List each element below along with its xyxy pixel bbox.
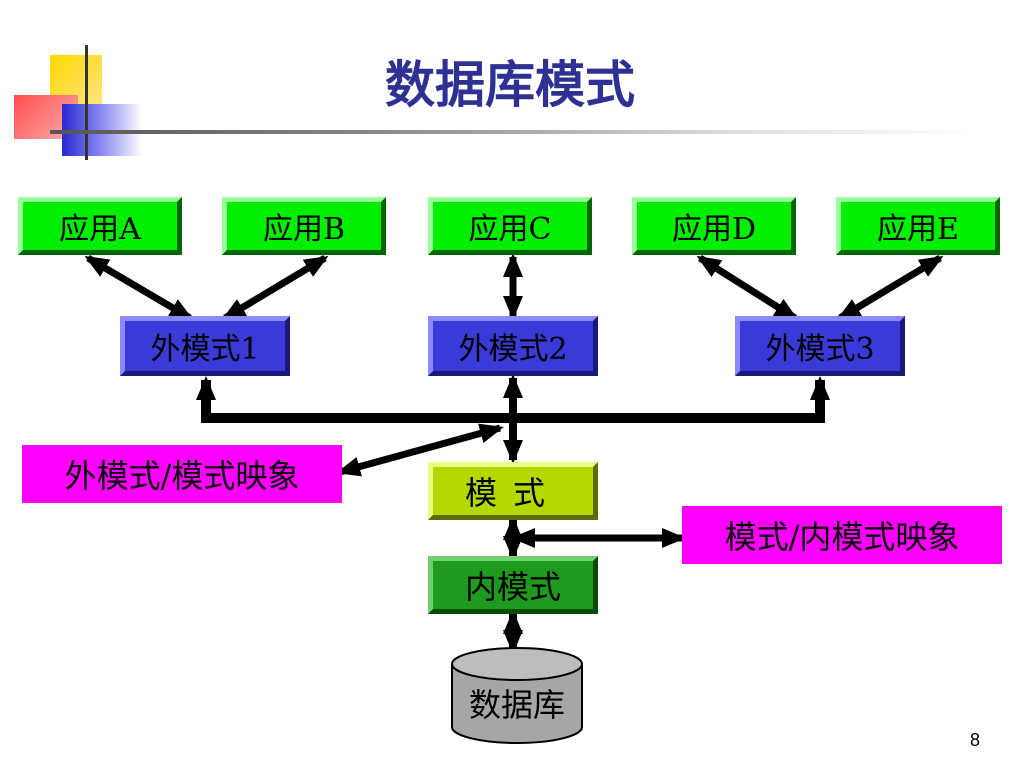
title-underline [50,130,970,134]
arrow-app-a-ext1 [84,254,194,322]
arrow-app-e-ext3 [836,254,944,322]
app-c-box: 应用C [428,197,592,255]
arrow-app-b-ext1 [221,254,329,322]
schema-internal-mapping-label: 模式/内模式映象 [682,506,1002,564]
app-d-box: 应用D [632,197,796,255]
external-schema-1-box: 外模式1 [120,316,290,376]
schema-box: 模式 [428,462,598,520]
internal-schema-box: 内模式 [428,556,598,614]
page-title: 数据库模式 [385,56,635,114]
page-number: 8 [969,730,980,750]
external-schema-3-box: 外模式3 [735,316,905,376]
app-b-box: 应用B [222,197,386,255]
decor-vertical-line [85,45,88,160]
arrow-external-mapping [336,423,504,477]
arrow-app-d-ext3 [696,255,799,321]
database-cylinder [451,647,583,744]
app-e-box: 应用E [836,197,1000,255]
database-label: 数据库 [468,686,565,724]
external-schema-2-box: 外模式2 [428,316,598,376]
app-a-box: 应用A [18,197,182,255]
external-schema-mapping-label: 外模式/模式映象 [22,445,342,503]
